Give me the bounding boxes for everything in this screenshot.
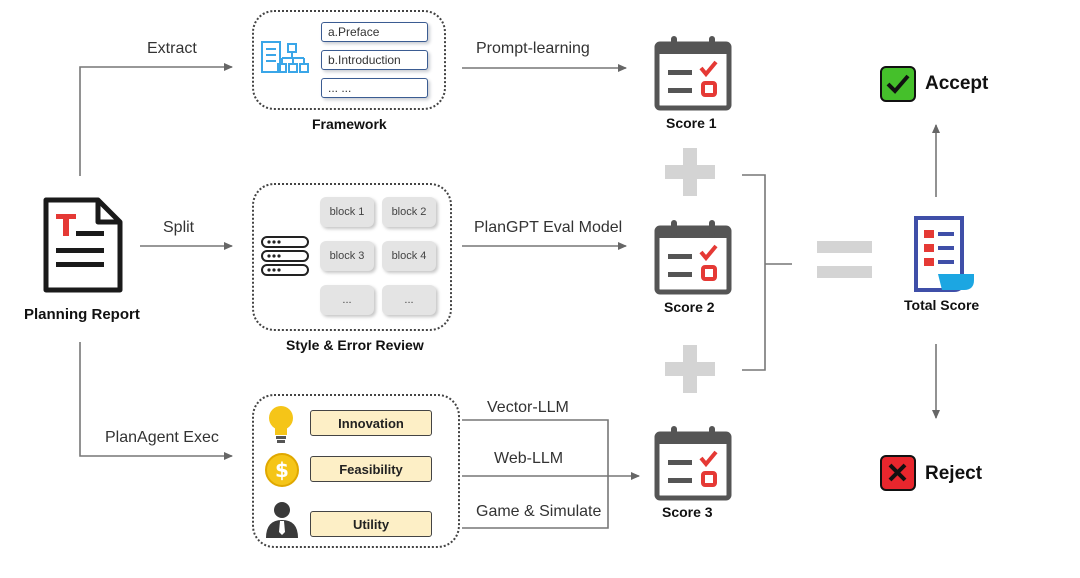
hierarchy-icon xyxy=(261,41,309,73)
method-label-vector-llm: Vector-LLM xyxy=(487,399,569,416)
method-label-prompt-learning: Prompt-learning xyxy=(476,40,590,57)
edge-vector-llm xyxy=(462,419,609,529)
calendar-score-icon xyxy=(654,426,732,501)
edge-planagent xyxy=(79,342,233,460)
block-item: ... xyxy=(320,285,374,315)
block-item: block 3 xyxy=(320,241,374,271)
calendar-score-icon xyxy=(654,220,732,295)
criterion-innovation: Innovation xyxy=(310,410,432,436)
total-score-icon xyxy=(914,216,974,292)
block-item: block 4 xyxy=(382,241,436,271)
framework-item-introduction: b.Introduction xyxy=(321,50,428,70)
edge-label-extract: Extract xyxy=(147,40,197,57)
dollar-coin-icon: $ xyxy=(265,453,299,487)
block-item: block 2 xyxy=(382,197,436,227)
accept-label: Accept xyxy=(925,73,989,94)
score-2-label: Score 2 xyxy=(664,299,715,315)
accept-check-icon xyxy=(880,66,916,102)
method-label-plangpt: PlanGPT Eval Model xyxy=(474,219,623,236)
reject-x-icon xyxy=(880,455,916,491)
block-item: block 1 xyxy=(320,197,374,227)
block-item: ... xyxy=(382,285,436,315)
person-icon xyxy=(266,502,298,538)
reject-label: Reject xyxy=(925,463,983,484)
edge-extract xyxy=(79,63,233,176)
score-3-label: Score 3 xyxy=(662,504,713,520)
equals-icon xyxy=(817,241,872,253)
sum-bracket xyxy=(742,174,792,371)
lightbulb-icon xyxy=(269,406,293,443)
framework-item-preface: a.Preface xyxy=(321,22,428,42)
framework-title: Framework xyxy=(312,116,387,132)
source-label: Planning Report xyxy=(24,306,140,323)
document-icon xyxy=(43,197,123,293)
planagent-panel: $ Innovation Feasibility Utility xyxy=(252,394,460,548)
criterion-feasibility: Feasibility xyxy=(310,456,432,482)
server-stack-icon xyxy=(261,236,309,276)
style-review-panel: block 1 block 2 block 3 block 4 ... ... xyxy=(252,183,452,331)
total-score-label: Total Score xyxy=(904,297,980,313)
method-label-web-llm: Web-LLM xyxy=(494,450,564,467)
framework-item-more: ... ... xyxy=(321,78,428,98)
score-1-label: Score 1 xyxy=(666,115,717,131)
edge-label-split: Split xyxy=(163,219,195,236)
style-review-title: Style & Error Review xyxy=(286,337,424,353)
method-label-game-simulate: Game & Simulate xyxy=(476,503,602,520)
calendar-score-icon xyxy=(654,36,732,111)
svg-text:$: $ xyxy=(275,458,289,482)
framework-panel: a.Preface b.Introduction ... ... xyxy=(252,10,446,110)
edge-label-planagent: PlanAgent Exec xyxy=(105,429,219,446)
criterion-utility: Utility xyxy=(310,511,432,537)
